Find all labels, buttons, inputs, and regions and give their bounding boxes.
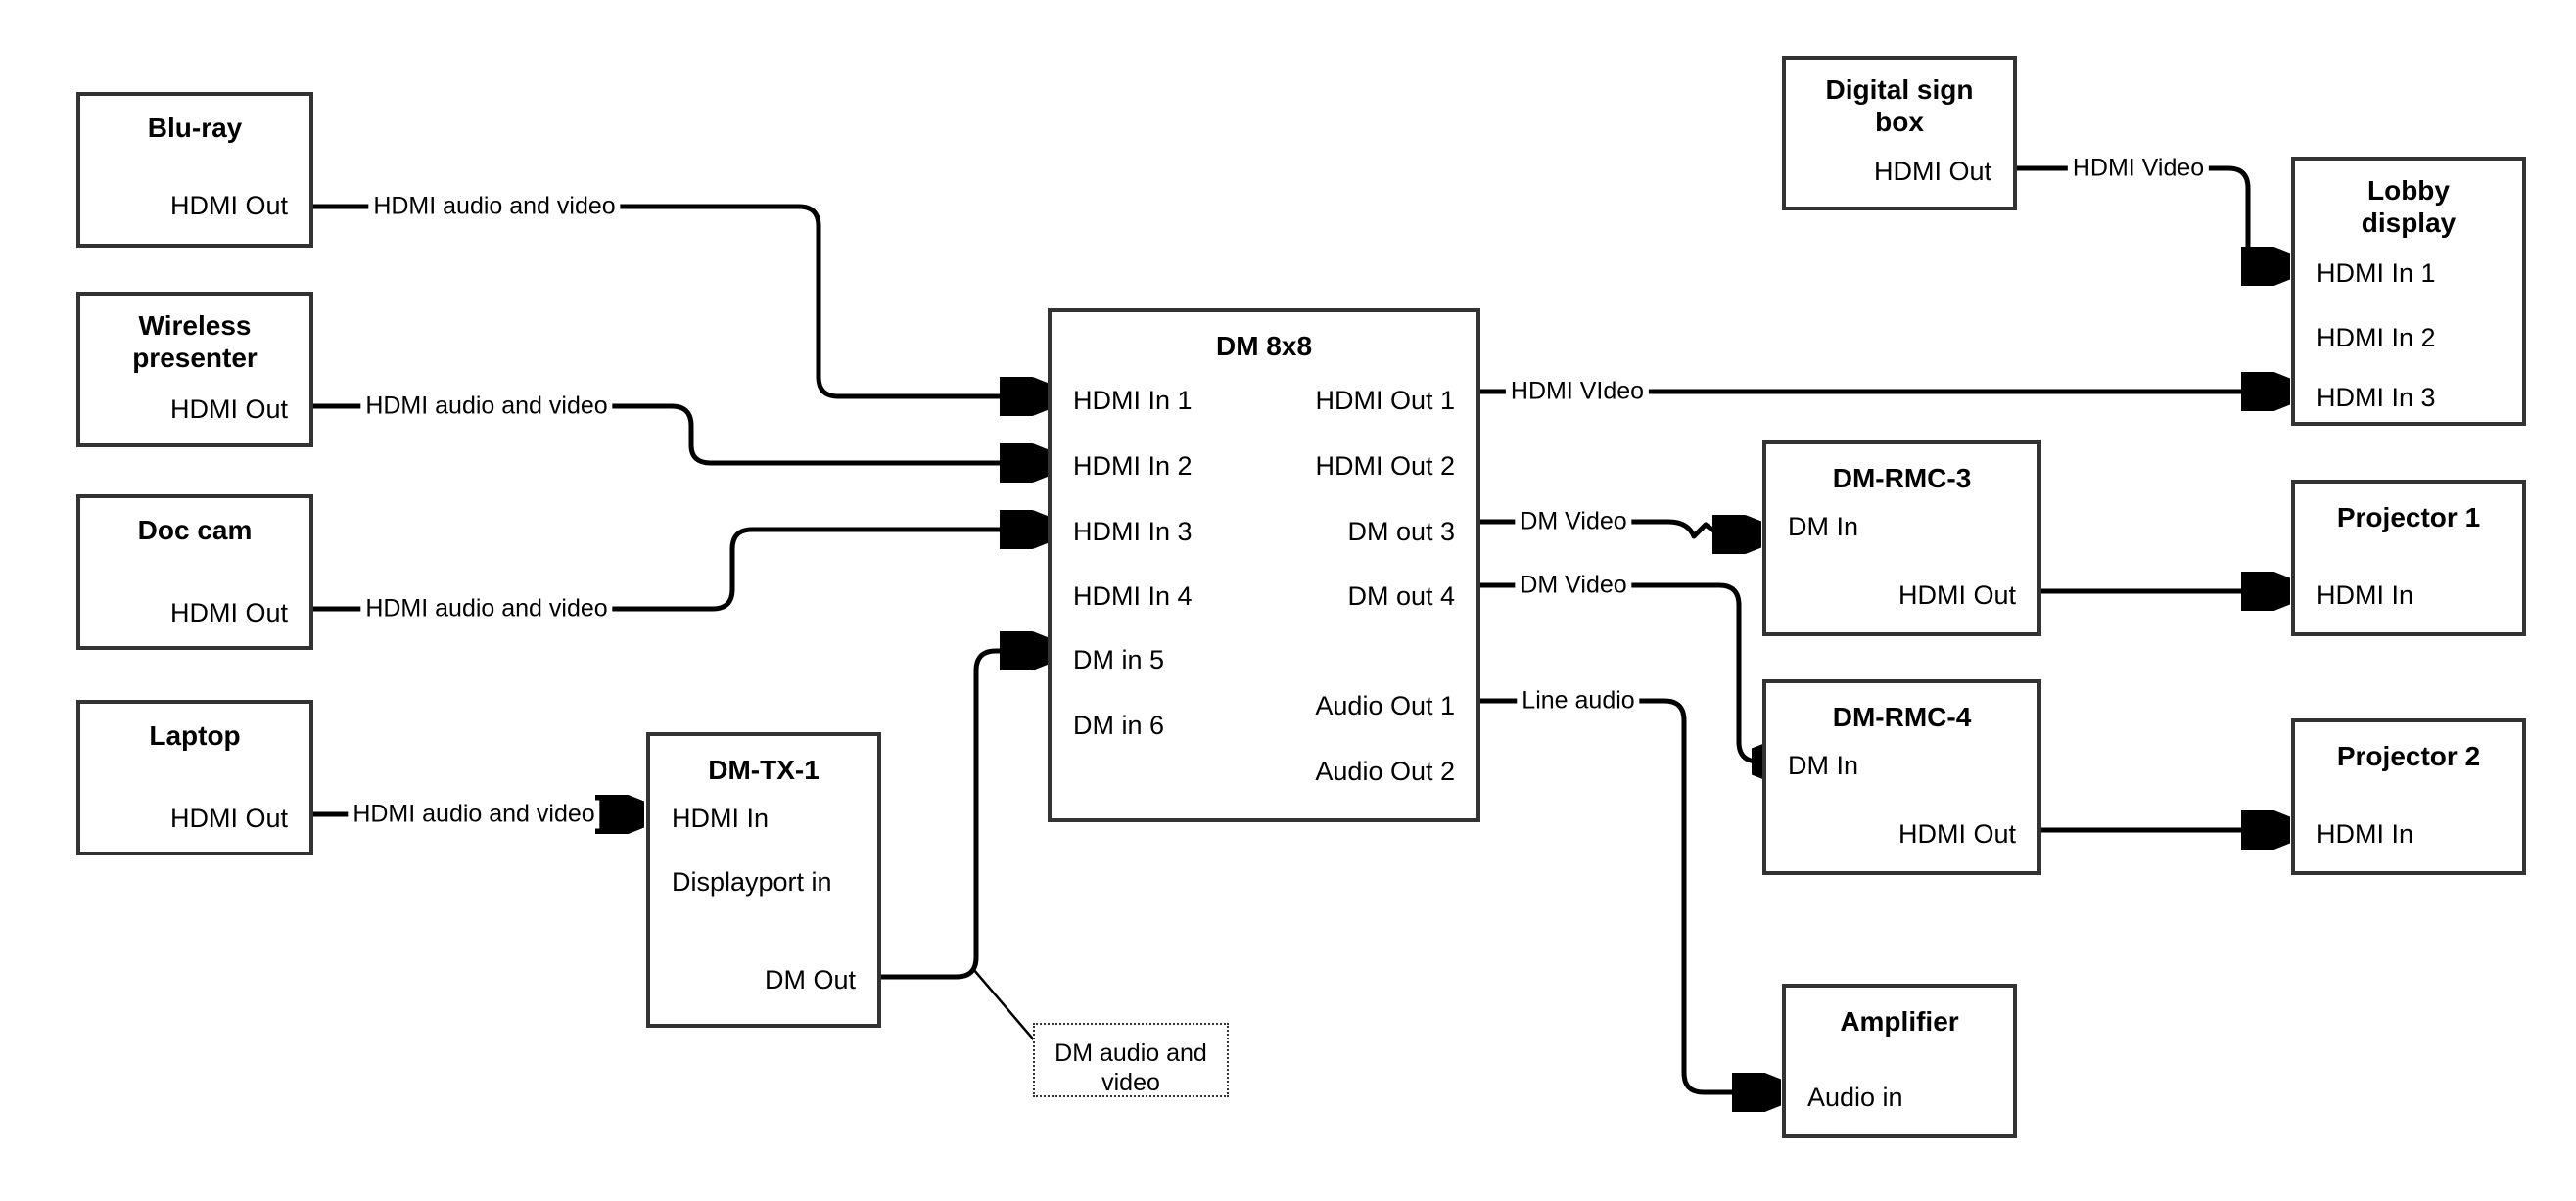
- edge-label-line-audio: Line audio: [1517, 686, 1640, 716]
- port-hdmi-out[interactable]: HDMI Out: [169, 191, 288, 220]
- port-audio-out-2[interactable]: Audio Out 2: [1315, 757, 1455, 786]
- node-title: DM-RMC-3: [1832, 463, 1972, 493]
- port-displayport-in[interactable]: Displayport in: [672, 867, 832, 897]
- node-title: DM-RMC-4: [1832, 702, 1972, 732]
- node-title: DM 8x8: [1215, 331, 1313, 361]
- edge-label-dm-video-out4: DM Video: [1515, 571, 1632, 600]
- node-blu-ray[interactable]: Blu-ray HDMI Out: [76, 92, 313, 248]
- port-dm-out-4[interactable]: DM out 4: [1347, 581, 1455, 611]
- edge-label-bluray: HDMI audio and video: [368, 192, 621, 221]
- port-dm-out-3[interactable]: DM out 3: [1347, 517, 1455, 546]
- port-dm-in-5[interactable]: DM in 5: [1073, 645, 1165, 674]
- port-hdmi-out[interactable]: HDMI Out: [169, 598, 288, 627]
- port-hdmi-in-2[interactable]: HDMI In 2: [2317, 323, 2436, 352]
- port-audio-in[interactable]: Audio in: [1807, 1083, 1903, 1112]
- node-title: Blu-ray: [147, 113, 243, 143]
- port-hdmi-in-1[interactable]: HDMI In 1: [1073, 386, 1193, 415]
- node-title: Lobby display: [2361, 175, 2457, 239]
- node-projector-1[interactable]: Projector 1 HDMI In: [2291, 480, 2526, 636]
- node-lobby-display[interactable]: Lobby display HDMI In 1 HDMI In 2 HDMI I…: [2291, 157, 2526, 426]
- wire-signbox-to-lobby-in1: [2017, 165, 2285, 266]
- port-hdmi-out[interactable]: HDMI Out: [1873, 157, 1991, 186]
- wire-dm8x8-out4-to-rmc4: [1480, 582, 1758, 762]
- port-hdmi-out[interactable]: HDMI Out: [1897, 580, 2016, 610]
- port-hdmi-out[interactable]: HDMI Out: [169, 394, 288, 424]
- port-audio-out-1[interactable]: Audio Out 1: [1315, 691, 1455, 720]
- note-text: DM audio and video: [1054, 1039, 1207, 1096]
- port-hdmi-out-2[interactable]: HDMI Out 2: [1315, 451, 1455, 481]
- port-hdmi-out[interactable]: HDMI Out: [1897, 819, 2016, 849]
- note-dm-audio-and-video: DM audio and video: [1033, 1023, 1229, 1097]
- node-wireless-presenter[interactable]: Wireless presenter HDMI Out: [76, 292, 313, 447]
- port-hdmi-in-3[interactable]: HDMI In 3: [1073, 517, 1193, 546]
- node-dm-8x8[interactable]: DM 8x8 HDMI In 1 HDMI In 2 HDMI In 3 HDM…: [1048, 308, 1480, 822]
- node-amplifier[interactable]: Amplifier Audio in: [1782, 984, 2017, 1138]
- port-dm-in-6[interactable]: DM in 6: [1073, 711, 1165, 740]
- node-digital-sign-box[interactable]: Digital sign box HDMI Out: [1782, 56, 2017, 210]
- port-dm-in[interactable]: DM In: [1788, 512, 1859, 541]
- node-dm-rmc-4[interactable]: DM-RMC-4 DM In HDMI Out: [1762, 679, 2041, 875]
- node-title: Projector 1: [2336, 502, 2481, 532]
- port-dm-in[interactable]: DM In: [1788, 751, 1859, 780]
- edge-label-wireless: HDMI audio and video: [360, 392, 613, 421]
- port-hdmi-in[interactable]: HDMI In: [672, 804, 770, 833]
- port-hdmi-in[interactable]: HDMI In: [2317, 819, 2414, 849]
- edge-label-dm-video-out3: DM Video: [1515, 507, 1632, 536]
- port-dm-out[interactable]: DM Out: [764, 965, 856, 994]
- edge-label-hdmi-video-sign: HDMI Video: [2067, 154, 2210, 183]
- node-laptop[interactable]: Laptop HDMI Out: [76, 700, 313, 855]
- wire-bluray-to-dm8x8-in1: [313, 204, 1044, 396]
- node-title: Projector 2: [2336, 741, 2481, 771]
- node-doc-cam[interactable]: Doc cam HDMI Out: [76, 494, 313, 650]
- edge-label-doccam: HDMI audio and video: [360, 594, 613, 624]
- node-title: DM-TX-1: [708, 755, 820, 785]
- port-hdmi-in-3[interactable]: HDMI In 3: [2317, 383, 2436, 412]
- node-dm-tx-1[interactable]: DM-TX-1 HDMI In Displayport in DM Out: [646, 732, 881, 1028]
- port-hdmi-out-1[interactable]: HDMI Out 1: [1315, 386, 1455, 415]
- node-title: Amplifier: [1840, 1006, 1959, 1037]
- wire-dmtx1-to-dm8x8-in5: [881, 651, 1044, 980]
- wire-dm8x8-audio1-to-amp: [1480, 698, 1776, 1092]
- edge-label-laptop: HDMI audio and video: [348, 800, 600, 829]
- node-dm-rmc-3[interactable]: DM-RMC-3 DM In HDMI Out: [1762, 440, 2041, 636]
- port-hdmi-in-4[interactable]: HDMI In 4: [1073, 581, 1193, 611]
- node-title: Digital sign box: [1825, 74, 1974, 138]
- edge-label-hdmi-video-out1: HDMI VIdeo: [1505, 377, 1650, 406]
- node-title: Laptop: [149, 720, 241, 751]
- port-hdmi-in[interactable]: HDMI In: [2317, 580, 2414, 610]
- port-hdmi-in-2[interactable]: HDMI In 2: [1073, 451, 1193, 481]
- port-hdmi-in-1[interactable]: HDMI In 1: [2317, 258, 2436, 288]
- node-title: Doc cam: [137, 515, 253, 545]
- node-projector-2[interactable]: Projector 2 HDMI In: [2291, 718, 2526, 875]
- node-title: Wireless presenter: [132, 310, 258, 374]
- port-hdmi-out[interactable]: HDMI Out: [169, 804, 288, 833]
